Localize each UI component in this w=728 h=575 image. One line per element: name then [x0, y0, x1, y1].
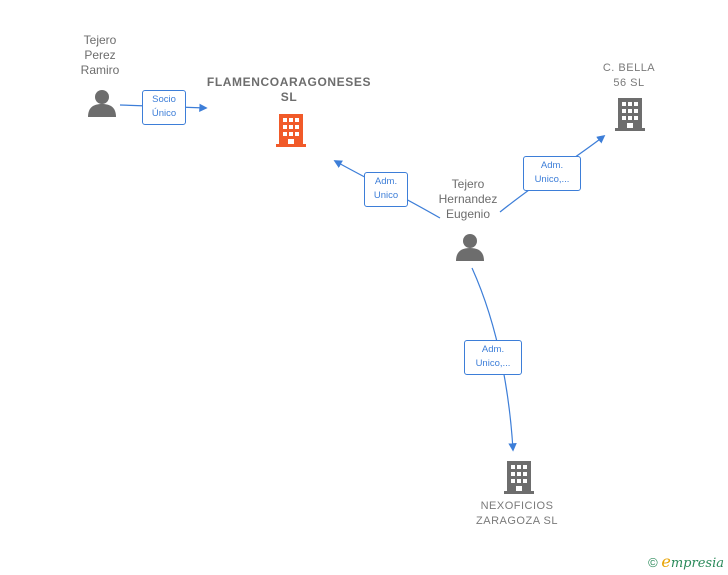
company-label-nexoficios[interactable]: NEXOFICIOS ZARAGOZA SL — [476, 500, 558, 527]
edge-label-adm-unico-nexoficios[interactable]: Adm. Unico,... — [464, 340, 522, 375]
person-icon[interactable] — [87, 88, 117, 123]
brand-name: mpresia — [670, 556, 724, 571]
main-company-building-icon[interactable] — [276, 112, 306, 153]
brand-letter-e: e — [661, 552, 671, 571]
person-label-ramiro[interactable]: Tejero Perez Ramiro — [80, 33, 120, 77]
copyright-symbol: © — [648, 555, 658, 570]
person-label-eugenio[interactable]: Tejero Hernandez Eugenio — [438, 177, 498, 221]
edge-label-socio-unico[interactable]: Socio Único — [142, 90, 186, 125]
edge-label-adm-unico-bella[interactable]: Adm. Unico,... — [523, 156, 581, 191]
company-building-icon[interactable] — [504, 459, 534, 500]
edge-label-adm-unico[interactable]: Adm. Unico — [364, 172, 408, 207]
person-icon[interactable] — [455, 232, 485, 267]
company-building-icon[interactable] — [615, 96, 645, 137]
empresia-watermark: © empresia — [648, 552, 724, 571]
company-label-bella[interactable]: C. BELLA 56 SL — [602, 62, 656, 89]
main-company-label[interactable]: FLAMENCOARAGONESES SL — [206, 75, 372, 104]
